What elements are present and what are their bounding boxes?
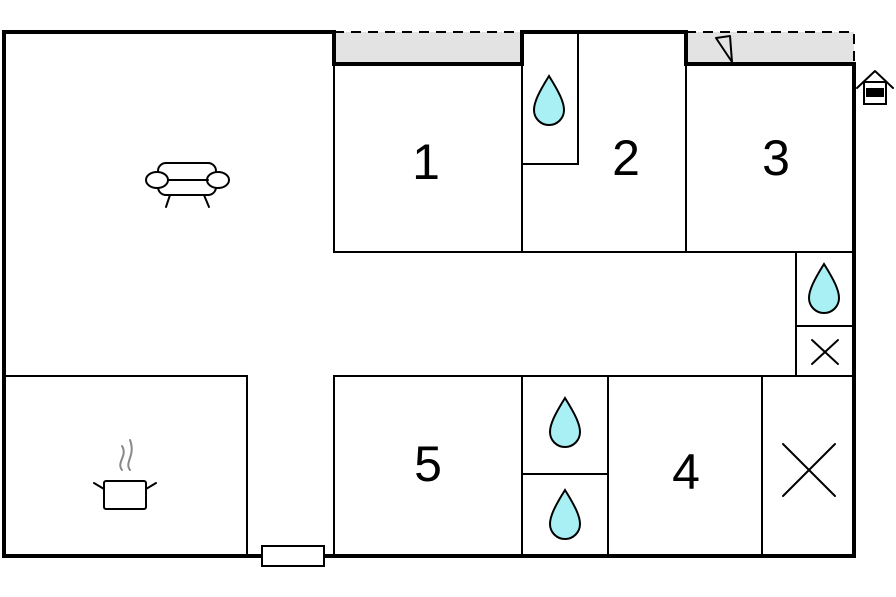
room-number-3: 3: [762, 130, 790, 186]
outer-wall: [2, 30, 856, 558]
water-drop-icon: [548, 396, 582, 448]
water-drop-icon: [532, 74, 566, 126]
room-number-5: 5: [414, 436, 442, 492]
balcony-door-icon: [715, 35, 733, 63]
water-drop-icon: [548, 488, 582, 540]
room-number-1: 1: [412, 134, 440, 190]
balcony-right-edge: [686, 31, 855, 64]
sofa-icon: [145, 162, 230, 208]
water-drop-icon: [807, 262, 841, 314]
inner-walls: [4, 32, 854, 556]
cooking-pot-icon: [93, 439, 157, 510]
x-mark-icon: [811, 339, 839, 365]
x-mark-icon: [782, 443, 836, 497]
room-number-2: 2: [612, 130, 640, 186]
balcony-left: [334, 32, 522, 64]
balcony-right: [686, 32, 854, 64]
entrance-door[interactable]: [261, 545, 325, 567]
house-entrance-icon: [856, 70, 894, 105]
room-number-4: 4: [672, 444, 700, 500]
